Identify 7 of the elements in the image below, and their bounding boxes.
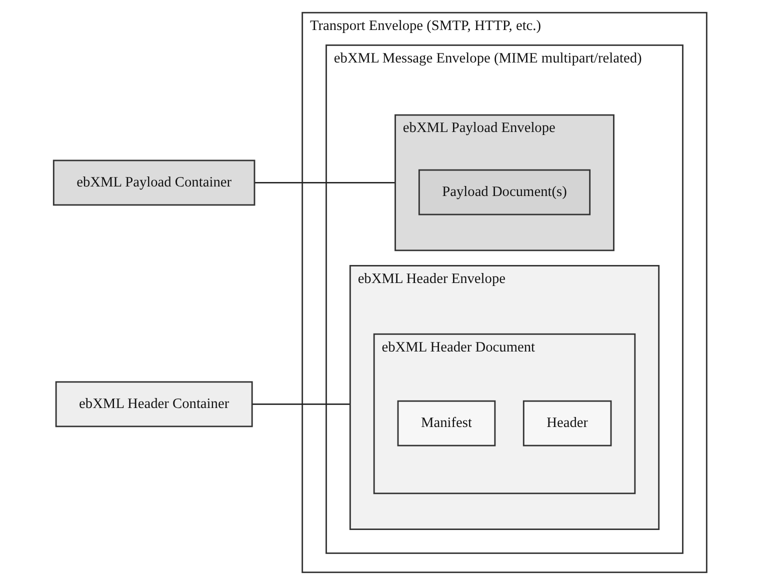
node-box: ebXML Payload Container (52, 160, 256, 206)
node-box: ebXML Header Container (55, 381, 253, 428)
node-box: Header (522, 400, 612, 446)
connector (254, 182, 396, 184)
node-box: Payload Document(s) (418, 169, 590, 216)
node-box: Manifest (397, 400, 496, 446)
connector (252, 403, 350, 405)
